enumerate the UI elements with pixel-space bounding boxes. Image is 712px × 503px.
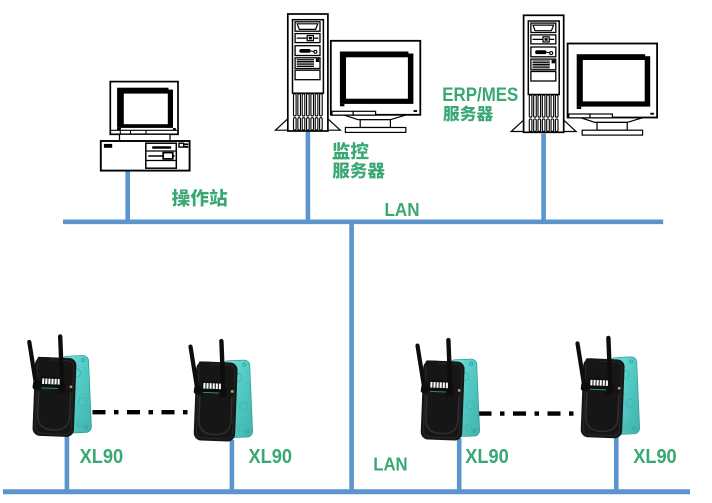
svg-text:LAN: LAN (373, 453, 408, 474)
svg-text:LAN: LAN (385, 199, 420, 220)
svg-text:XL90: XL90 (465, 446, 509, 468)
svg-text:XL90: XL90 (249, 446, 293, 468)
svg-text:XL90: XL90 (80, 446, 124, 468)
svg-text:ERP/MES: ERP/MES (442, 85, 518, 106)
svg-text:XL90: XL90 (633, 446, 677, 468)
